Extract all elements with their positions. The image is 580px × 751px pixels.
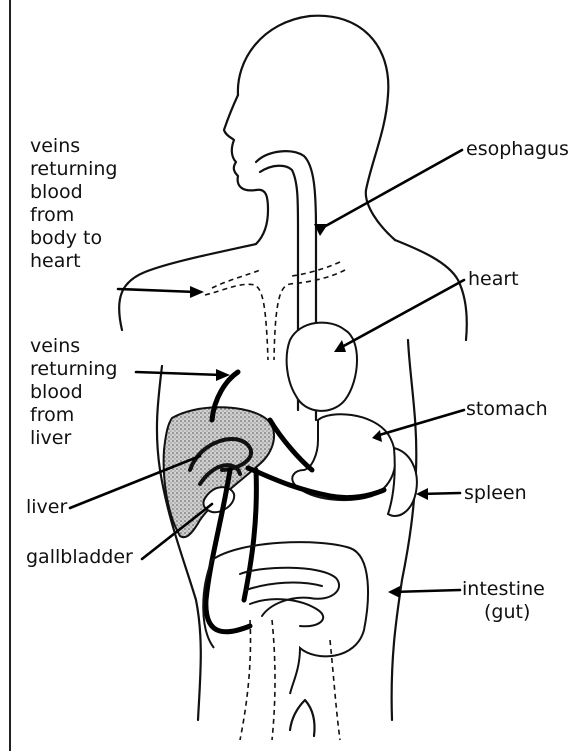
label-line: intestine: [462, 578, 545, 601]
label-heart: heart: [468, 268, 519, 291]
label-line: veins: [30, 135, 117, 158]
label-stomach: stomach: [466, 398, 548, 421]
label-intestine: intestine (gut): [462, 578, 545, 624]
label-line: body to: [30, 227, 117, 250]
face-profile: [224, 95, 268, 244]
label-line: blood: [30, 181, 117, 204]
label-line: blood: [30, 381, 117, 404]
lower-body: [290, 700, 315, 736]
label-line: from: [30, 404, 117, 427]
label-spleen: spleen: [464, 482, 527, 505]
label-line: from: [30, 204, 117, 227]
large-intestine: [203, 542, 368, 694]
pointer-stomach: [376, 410, 464, 436]
pointer-veins-body: [118, 289, 196, 292]
stomach-organ: [292, 414, 395, 500]
pointer-heart: [340, 280, 464, 348]
label-line: (gut): [462, 601, 545, 624]
label-line: returning: [30, 358, 117, 381]
right-shoulder: [395, 240, 467, 340]
label-esophagus: esophagus: [466, 138, 569, 161]
label-veins-body: veins returning blood from body to heart: [30, 135, 117, 273]
pointer-intestine: [392, 590, 460, 592]
label-line: returning: [30, 158, 117, 181]
label-line: liver: [30, 427, 117, 450]
label-gallbladder: gallbladder: [26, 546, 133, 569]
left-shoulder: [119, 244, 256, 330]
label-liver: liver: [26, 496, 67, 519]
small-intestine: [240, 568, 339, 627]
label-line: veins: [30, 335, 117, 358]
heart-organ: [287, 323, 357, 411]
right-torso: [392, 340, 417, 720]
pointer-esophagus: [322, 150, 462, 228]
label-veins-liver: veins returning blood from liver: [30, 335, 117, 450]
label-line: heart: [30, 250, 117, 273]
pointer-veins-liver: [136, 372, 222, 375]
